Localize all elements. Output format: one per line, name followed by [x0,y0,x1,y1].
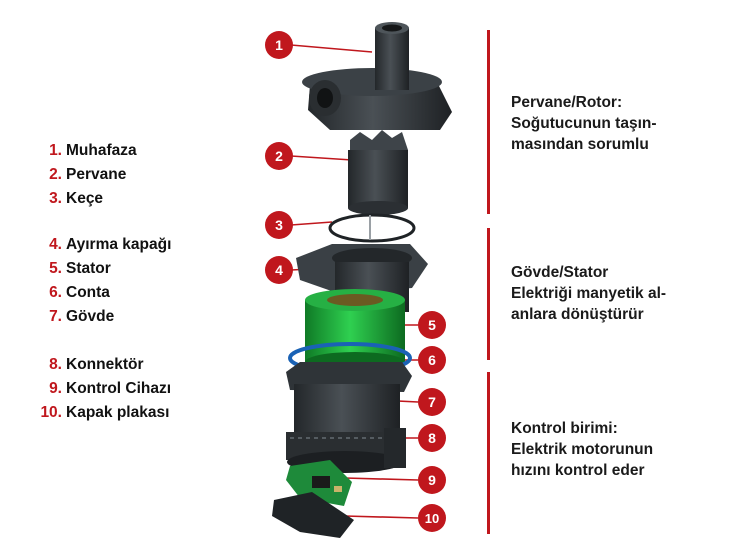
legend-number: 2. [49,166,62,183]
callout-8: 8 [418,424,446,452]
legend-item: 7.Gövde [36,305,171,329]
connector-part [384,428,406,468]
description-line: masından sorumlu [511,136,649,153]
cover-plate [272,492,354,538]
legend-item: 10.Kapak plakası [36,401,171,425]
description-line: Pervane/Rotor: [511,94,623,111]
divider-rotor [487,30,490,214]
callout-label: 4 [275,262,283,278]
legend-label: Ayırma kapağı [66,236,172,253]
description-line: Kontrol birimi: [511,420,618,437]
callout-5: 5 [418,311,446,339]
callout-badges: 1 2 3 4 5 6 7 8 9 10 [265,31,446,532]
legend-number: 10. [40,404,62,421]
legend-number: 4. [49,236,62,253]
legend-number: 6. [49,284,62,301]
seal-ring [328,213,416,243]
legend-label: Conta [66,284,110,301]
description-line: Elektrik motorunun [511,441,654,458]
legend-number: 1. [49,142,62,159]
callout-1: 1 [265,31,293,59]
description-stator: Gövde/Stator Elektriği manyetik al- anla… [511,262,731,325]
callout-label: 2 [275,148,283,164]
callout-3: 3 [265,211,293,239]
callout-label: 7 [428,394,436,410]
callout-7: 7 [418,388,446,416]
legend-item: 9.Kontrol Cihazı [36,377,171,401]
legend-label: Keçe [66,190,104,207]
callout-label: 5 [428,317,436,333]
callout-2: 2 [265,142,293,170]
description-line: anlara dönüştürür [511,306,644,323]
impeller-part [348,130,408,215]
legend-item: 3.Keçe [36,187,137,211]
description-rotor: Pervane/Rotor: Soğutucunun taşın- masınd… [511,92,731,155]
legend-label: Pervane [66,166,127,183]
legend-label: Muhafaza [66,142,137,159]
legend-item: 8.Konnektör [36,353,171,377]
legend-number: 7. [49,308,62,325]
legend-group-2: 4.Ayırma kapağı 5.Stator 6.Conta 7.Gövde [36,233,171,329]
legend-group-1: 1.Muhafaza 2.Pervane 3.Keçe [36,139,137,211]
legend-label: Kontrol Cihazı [66,380,172,397]
housing-part [302,22,452,130]
legend-label: Gövde [66,308,115,325]
description-control: Kontrol birimi: Elektrik motorunun hızın… [511,418,731,481]
legend-item: 2.Pervane [36,163,137,187]
divider-control [487,372,490,534]
legend-item: 6.Conta [36,281,171,305]
callout-9: 9 [418,466,446,494]
description-line: Gövde/Stator [511,264,609,281]
callout-label: 6 [428,352,436,368]
description-line: Soğutucunun taşın- [511,115,657,132]
callout-10: 10 [418,504,446,532]
callout-label: 8 [428,430,436,446]
callout-label: 10 [425,511,439,526]
legend-label: Kapak plakası [66,404,170,421]
legend-item: 1.Muhafaza [36,139,137,163]
description-line: Elektriği manyetik al- [511,285,667,302]
callout-label: 9 [428,472,436,488]
legend-item: 5.Stator [36,257,171,281]
callout-label: 3 [275,217,283,233]
legend-label: Konnektör [66,356,144,373]
legend-number: 5. [49,260,62,277]
legend-item: 4.Ayırma kapağı [36,233,171,257]
divider-stator [487,228,490,360]
callout-4: 4 [265,256,293,284]
legend-number: 8. [49,356,62,373]
legend-number: 3. [49,190,62,207]
stator-part [305,289,405,372]
legend-group-3: 8.Konnektör 9.Kontrol Cihazı 10.Kapak pl… [36,353,171,425]
callout-label: 1 [275,37,283,53]
body-part [286,362,412,473]
legend-label: Stator [66,260,111,277]
callout-6: 6 [418,346,446,374]
description-line: hızını kontrol eder [511,462,645,479]
legend-number: 9. [49,380,62,397]
